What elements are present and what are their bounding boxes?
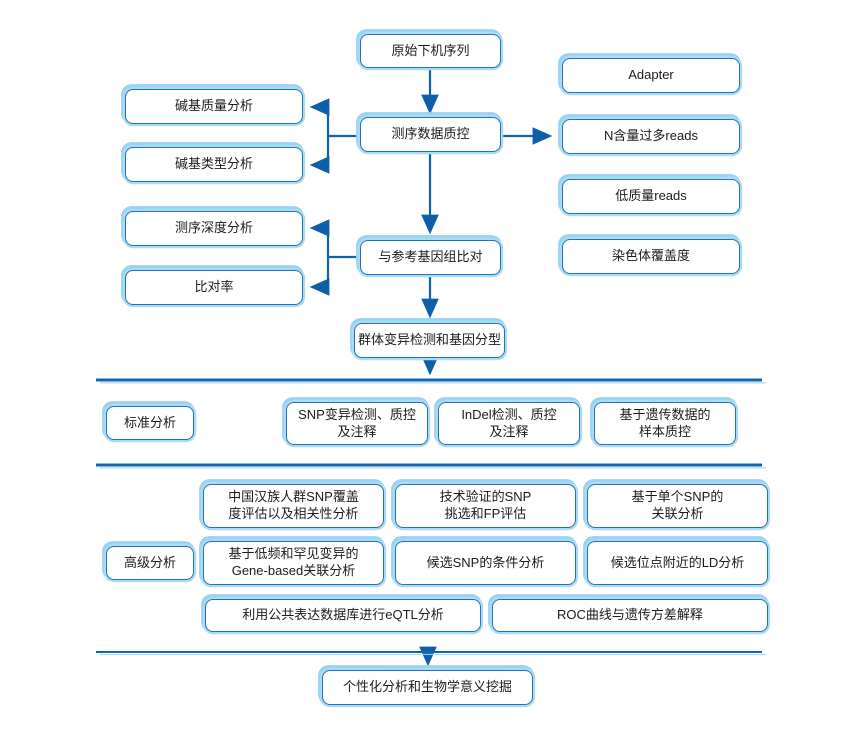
roc-heritability-node: ROC曲线与遗传方差解释 xyxy=(492,599,768,632)
single-snp-association-node: 基于单个SNP的 关联分析 xyxy=(587,484,768,528)
align-reference-node: 与参考基因组比对 xyxy=(360,240,501,275)
standard-analysis-label: 标准分析 xyxy=(106,406,194,440)
sequencing-qc-node: 测序数据质控 xyxy=(360,117,501,152)
snp-detection-node: SNP变异检测、质控 及注释 xyxy=(286,402,428,445)
adapter-node: Adapter xyxy=(562,58,740,93)
eqtl-analysis-node: 利用公共表达数据库进行eQTL分析 xyxy=(205,599,481,632)
mapping-rate-node: 比对率 xyxy=(125,270,303,305)
raw-sequence-node: 原始下机序列 xyxy=(360,34,501,68)
personalized-analysis-node: 个性化分析和生物学意义挖掘 xyxy=(322,670,533,705)
advanced-analysis-label: 高级分析 xyxy=(106,546,194,580)
han-snp-coverage-node: 中国汉族人群SNP覆盖 度评估以及相关性分析 xyxy=(203,484,384,528)
depth-analysis-node: 测序深度分析 xyxy=(125,211,303,246)
low-quality-reads-node: 低质量reads xyxy=(562,179,740,214)
variant-calling-node: 群体变异检测和基因分型 xyxy=(354,323,505,358)
chromosome-coverage-node: 染色体覆盖度 xyxy=(562,239,740,274)
validated-snp-fp-node: 技术验证的SNP 挑选和FP评估 xyxy=(395,484,576,528)
conditional-analysis-node: 候选SNP的条件分析 xyxy=(395,541,576,585)
gene-based-association-node: 基于低频和罕见变异的 Gene-based关联分析 xyxy=(203,541,384,585)
base-type-node: 碱基类型分析 xyxy=(125,147,303,182)
indel-detection-node: InDel检测、质控 及注释 xyxy=(438,402,580,445)
ld-analysis-node: 候选位点附近的LD分析 xyxy=(587,541,768,585)
genetic-sample-qc-node: 基于遗传数据的 样本质控 xyxy=(594,402,736,445)
base-quality-node: 碱基质量分析 xyxy=(125,89,303,124)
n-content-reads-node: N含量过多reads xyxy=(562,119,740,154)
